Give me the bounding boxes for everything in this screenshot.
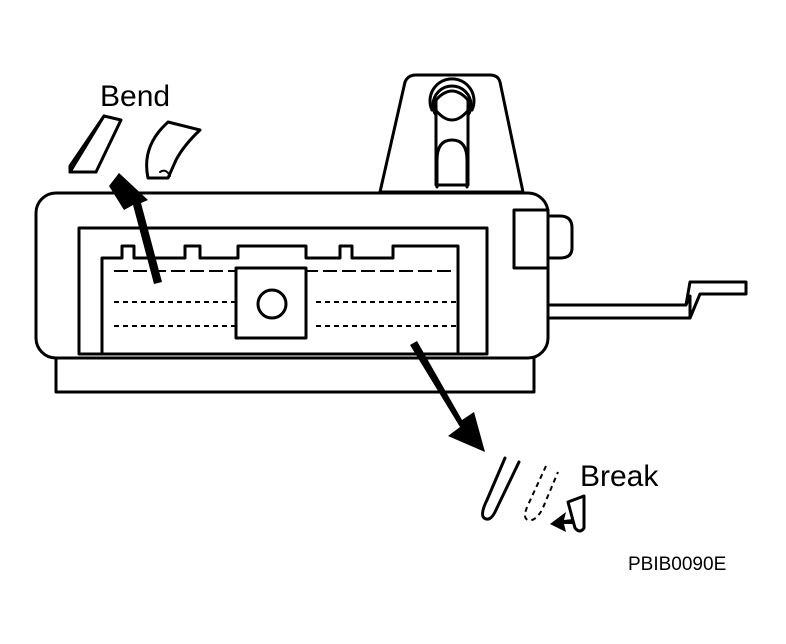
side-latch: [512, 208, 574, 270]
bend-terminals: [68, 114, 202, 180]
connector-housing: [34, 191, 550, 394]
figure-code-label: PBIB0090E: [628, 554, 726, 575]
harness-wire: [546, 280, 748, 320]
center-bolt-icon: [256, 288, 288, 320]
bend-label: Bend: [100, 80, 170, 113]
break-terminals: [481, 456, 586, 533]
bend-arrow-icon: [109, 173, 162, 284]
mounting-bracket: [378, 73, 525, 194]
break-label: Break: [580, 460, 659, 493]
break-arrow-icon: [410, 341, 485, 452]
